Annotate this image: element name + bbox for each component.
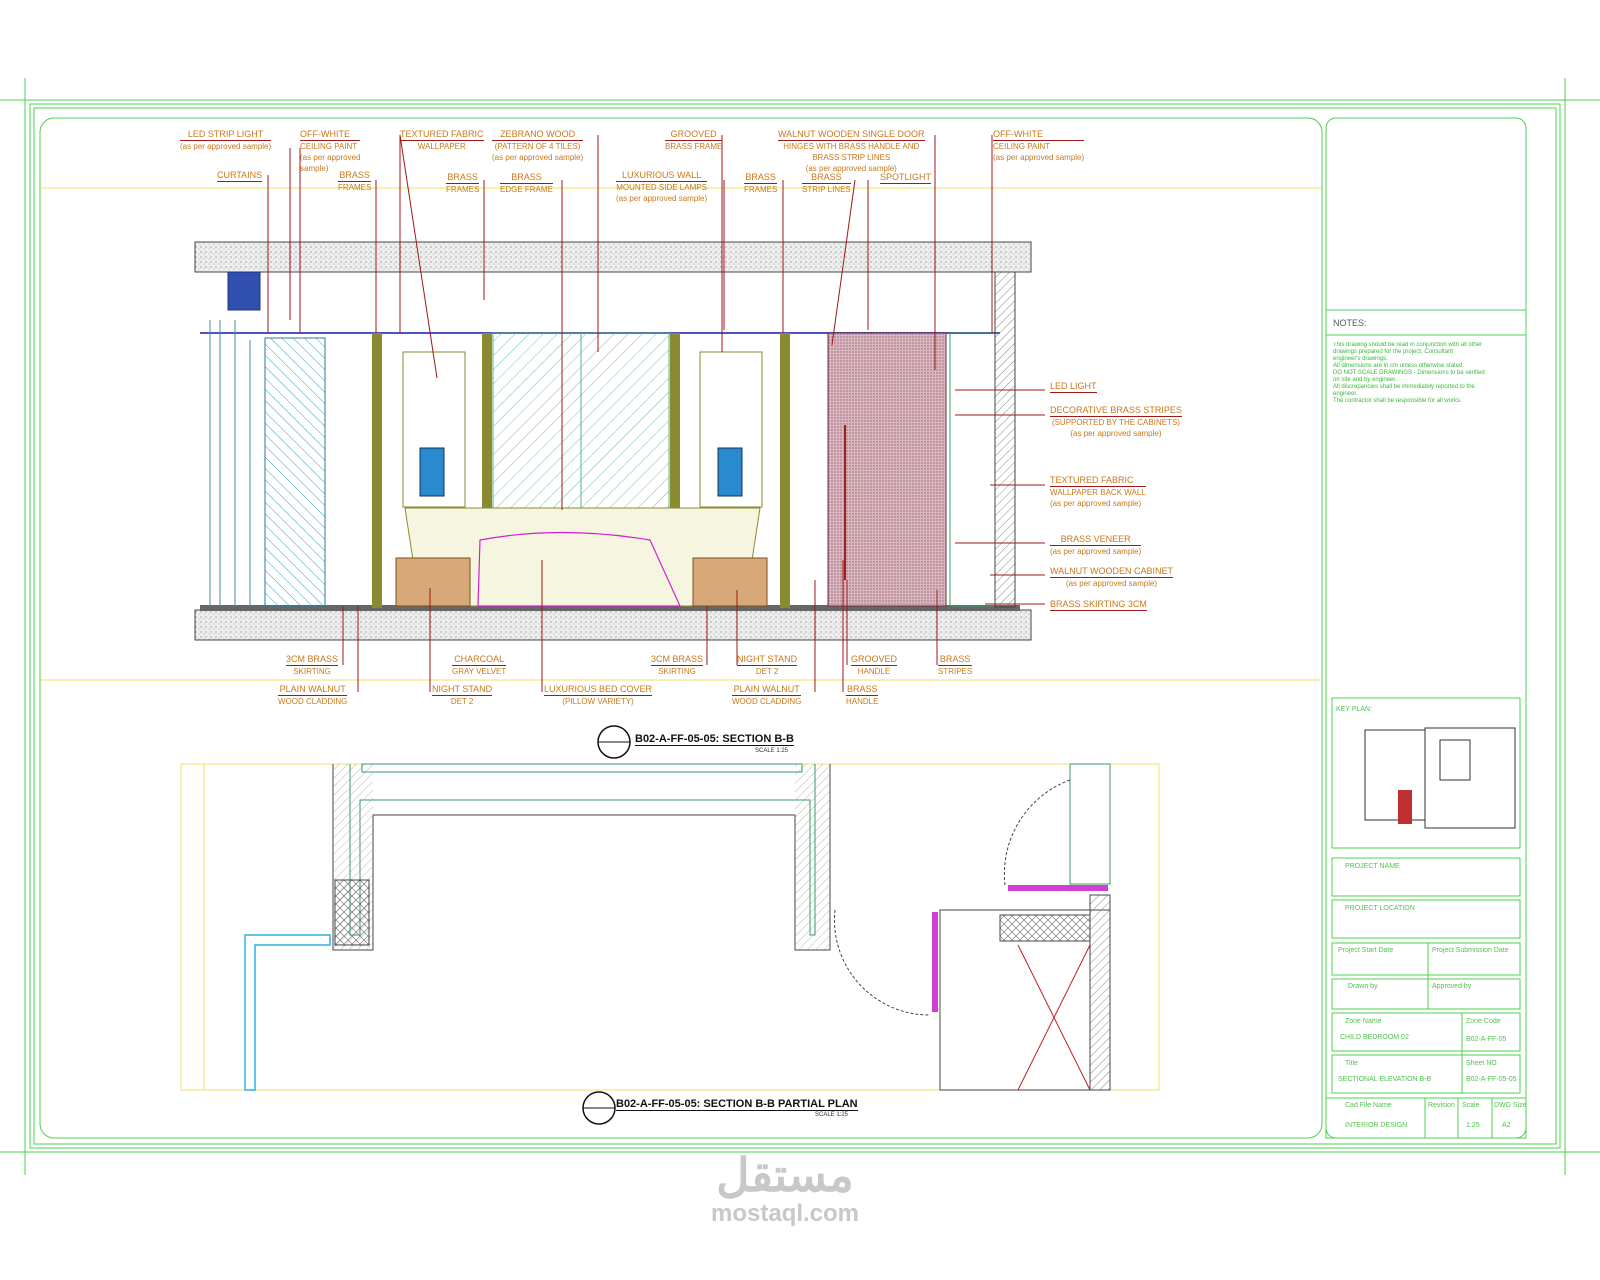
drawing-title: SECTIONAL ELEVATION B-B <box>1338 1076 1432 1083</box>
zone-name: CHILD BEDROOM 02 <box>1340 1034 1409 1041</box>
label-led-light: LED LIGHT <box>1050 381 1097 393</box>
submission-date-label: Project Submission Date <box>1432 947 1509 954</box>
note: DO NOT SCALE DRAWINGS - Dimensions to be… <box>1333 370 1485 376</box>
note: All dimensions are in cm unless otherwis… <box>1333 363 1465 369</box>
plan-title: B02-A-FF-05-05: SECTION B-B PARTIAL PLAN <box>616 1098 858 1111</box>
watermark-logo-latin: mostaql.com <box>710 1200 860 1227</box>
cad-file: INTERIOR DESIGN <box>1345 1122 1408 1129</box>
sheet-no-label: Sheet NO <box>1466 1060 1497 1067</box>
label-brass-skirting-3cm: BRASS SKIRTING 3CM <box>1050 599 1147 611</box>
note: drawings prepared for the project, Consu… <box>1333 349 1454 355</box>
sheet-border <box>0 78 1600 1175</box>
label-brass-veneer: BRASS VENEER(as per approved sample) <box>1050 534 1142 556</box>
note: All discrepancies shall be immediately r… <box>1333 384 1475 390</box>
dwg-size: A2 <box>1502 1122 1511 1129</box>
approved-by-label: Approved by <box>1432 983 1472 990</box>
section-title: B02-A-FF-05-05: SECTION B-B <box>635 733 794 746</box>
title-label: Title <box>1345 1060 1358 1067</box>
project-name-label: PROJECT NAME <box>1345 863 1400 870</box>
notes-list: This drawing should be read in conjuncti… <box>1333 342 1521 405</box>
label-decorative-brass-stripes: DECORATIVE BRASS STRIPES(SUPPORTED BY TH… <box>1050 405 1182 438</box>
label-led-strip-light: LED STRIP LIGHT(as per approved sample) <box>180 129 272 151</box>
label-spotlight: SPOTLIGHT <box>880 172 932 184</box>
drawn-by-label: Drawn by <box>1348 983 1378 990</box>
note: engineer's drawings. <box>1333 356 1388 362</box>
key-plan-label: KEY PLAN: <box>1336 706 1373 713</box>
note: engineer. <box>1333 391 1358 397</box>
section-scale: SCALE 1:25 <box>755 748 789 754</box>
start-date-label: Project Start Date <box>1338 947 1394 954</box>
project-location-label: PROJECT LOCATION <box>1345 905 1415 912</box>
label-walnut-cabinet: WALNUT WOODEN CABINET(as per approved sa… <box>1050 566 1174 588</box>
revision-label: Revision <box>1428 1102 1455 1109</box>
scale-label: Scale <box>1462 1102 1480 1109</box>
scale-value: 1:25 <box>1466 1122 1480 1129</box>
zone-name-label: Zone Name <box>1345 1018 1382 1025</box>
notes-heading: NOTES: <box>1333 318 1367 328</box>
watermark-logo-arabic: مستقل <box>716 1149 854 1201</box>
plan-scale: SCALE 1:25 <box>815 1112 849 1118</box>
dwg-size-label: DWG Size <box>1494 1102 1527 1109</box>
label-bed-cover: LUXURIOUS BED COVER(PILLOW VARIETY) <box>544 684 653 706</box>
sheet-no: B02-A-FF-05-05 <box>1466 1076 1517 1083</box>
zone-code-label: Zone Code <box>1466 1018 1501 1025</box>
zone-code: B02-A-FF-05 <box>1466 1036 1507 1043</box>
note: on site and by engineer. <box>1333 377 1397 383</box>
label-zebrano-wood: ZEBRANO WOOD(PATTERN OF 4 TILES)(as per … <box>492 129 584 162</box>
note: This drawing should be read in conjuncti… <box>1333 342 1483 348</box>
label-curtains: CURTAINS <box>217 170 263 182</box>
note: The contractor shall be responsible for … <box>1333 398 1462 404</box>
cad-file-label: Cad File Name <box>1345 1102 1392 1109</box>
